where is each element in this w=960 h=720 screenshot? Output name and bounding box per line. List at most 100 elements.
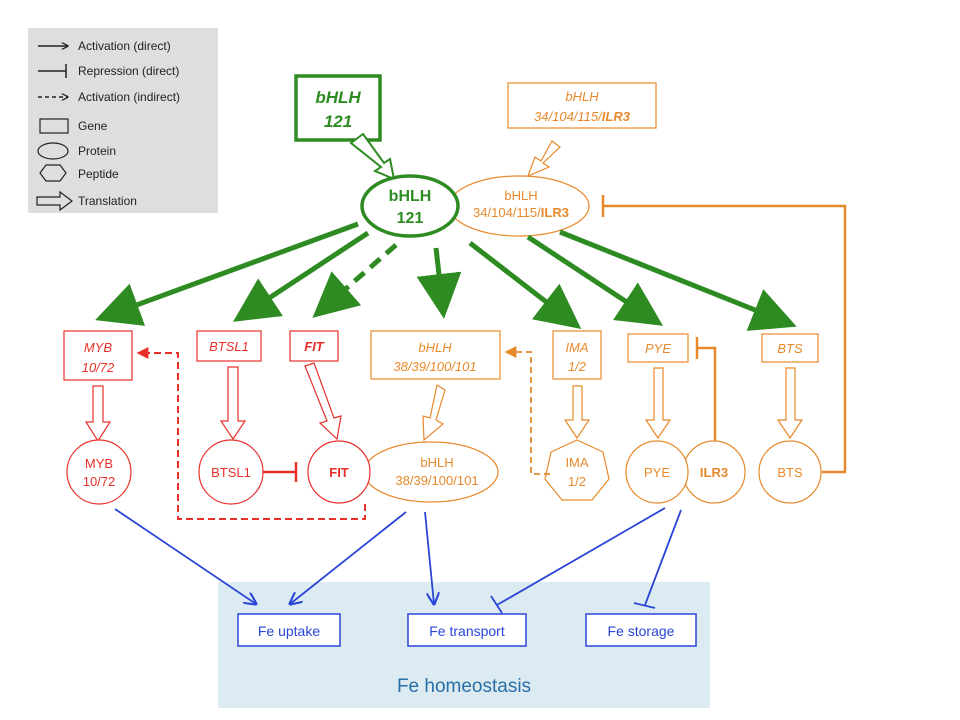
fe-storage-label: Fe storage [608,623,675,639]
bhlh-ib-to-fe-uptake [290,511,407,604]
fit-gene-box [289,330,339,362]
bhlh121-protein-ellipse [360,174,460,238]
bhlh-iv-gene-box [507,82,657,129]
bts-represses-bhlh-iv [601,195,847,474]
ilr3-represses-pye [695,337,717,441]
bhlh121-protein-line2: 121 [397,210,424,227]
bhlh-ib-gene-box [370,330,501,380]
btsl1-protein-label: BTSL1 [211,465,251,480]
bhlh121-gene-line1: bHLH [315,88,361,107]
bhlh-iv-protein-line1: bHLH [504,188,537,203]
bts-gene-box [761,333,819,363]
legend-peptide-label: Peptide [78,167,119,181]
legend-repression-label: Repression (direct) [78,64,179,78]
myb-protein-line2: 10/72 [83,474,116,489]
btsl1-gene-label: BTSL1 [209,339,249,354]
bts-protein-ellipse [758,440,822,504]
myb-gene-line2: 10/72 [82,360,115,375]
legend-gene-symbol [39,118,69,134]
legend: Activation (direct) Repression (direct) … [28,28,218,213]
legend-translation-symbol [36,190,73,212]
pye-protein-ellipse [625,440,689,504]
bhlh-iv-protein-ilr3: ILR3 [541,205,569,220]
arrow-to-myb [95,221,359,326]
bhlh-iv-protein-numbers: 34/104/115/ [473,205,541,220]
myb-gene-box [63,330,133,381]
repression-line-bts-bhlh-iv [603,204,847,474]
fe-storage-box [585,613,697,647]
bhlh-ib-gene-line1: bHLH [418,340,452,355]
arrow-to-bhlh-ib [416,247,462,319]
translation-arrow-btsl1 [219,366,247,441]
bhlh121-gene-box [294,74,382,142]
legend-translation-label: Translation [78,194,137,208]
pye-represses-fe-storage [644,509,682,606]
translation-arrow-bhlh-iv [526,140,561,178]
pye-gene-box [627,333,689,363]
bhlh-ib-to-fe-transport [424,511,434,604]
pye-gene-label: PYE [645,341,671,356]
translation-arrow-bts [776,367,804,440]
legend-protein-symbol [37,142,69,160]
bts-gene-label: BTS [777,341,803,356]
btsl1-gene-box [196,330,262,362]
bhlh121-gene-line2: 121 [324,112,352,131]
bhlh-iv-gene-line2: 34/104/115/ILR3 [534,109,631,124]
bhlh-ib-protein-ellipse [363,441,499,503]
legend-protein-label: Protein [78,144,116,158]
translation-arrow-bhlh-ib [422,384,446,442]
repression-line-ilr3-pye [697,346,717,441]
bhlh-iv-protein-line2: 34/104/115/ILR3 [473,205,569,220]
ima-activates-bhlh-ib-indirect [504,346,550,475]
myb-protein-ellipse [66,439,132,505]
arrow-to-fit [312,243,398,318]
ima-gene-line2: 1/2 [568,359,587,374]
bhlh-iv-gene-ilr3: ILR3 [602,109,631,124]
translation-arrow-pye [644,367,672,440]
legend-gene-label: Gene [78,119,108,133]
legend-activation-indirect-label: Activation (indirect) [78,90,180,104]
arrow-to-btsl1 [232,230,370,322]
arrow-to-bts [559,229,797,331]
bhlh-ib-gene-line2: 38/39/100/101 [393,359,476,374]
arrow-to-ima [468,241,582,330]
btsl1-represses-fit [263,462,298,482]
pye-represses-fe-transport-bar [490,595,503,614]
ima-peptide-line2: 1/2 [568,474,586,489]
pye-protein-label: PYE [644,465,670,480]
bhlh121-protein-line1: bHLH [389,188,432,205]
fe-transport-label: Fe transport [429,623,505,639]
pye-represses-fe-transport [496,507,666,606]
ima-gene-line1: IMA [565,340,588,355]
fe-transport-box [407,613,527,647]
bts-protein-label: BTS [777,465,803,480]
ima-peptide-line1: IMA [565,455,588,470]
myb-gene-line1: MYB [84,340,113,355]
bhlh121-activation-arrows [95,221,797,331]
fe-uptake-box [237,613,341,647]
legend-activation-direct-label: Activation (direct) [78,39,171,53]
fit-gene-label: FIT [304,339,325,354]
bhlh-iv-gene-line1: bHLH [565,89,599,104]
translation-arrow-ima [563,385,591,440]
fit-protein-label: FIT [329,465,349,480]
pye-represses-fe-storage-bar [633,602,656,609]
bhlh-ib-protein-line1: bHLH [420,455,453,470]
ilr3-protein-label: ILR3 [700,465,728,480]
ima-gene-box [552,330,602,380]
fe-uptake-label: Fe uptake [258,623,320,639]
legend-peptide-symbol [39,164,67,182]
arrow-to-pye [526,234,664,326]
homeostasis-arrows [114,507,682,614]
fe-homeostasis-title: Fe homeostasis [397,676,531,697]
translation-arrow-bhlh121 [349,132,396,181]
myb-protein-line1: MYB [85,456,113,471]
bhlh-iv-gene-numbers: 34/104/115/ [534,109,603,124]
bhlh-ib-protein-line2: 38/39/100/101 [395,473,478,488]
fit-activates-myb-indirect [136,347,366,520]
translation-arrow-myb [84,385,112,443]
myb-to-fe-uptake [114,508,256,604]
translation-arrow-fit [304,362,342,441]
fit-protein-ellipse [307,440,371,504]
